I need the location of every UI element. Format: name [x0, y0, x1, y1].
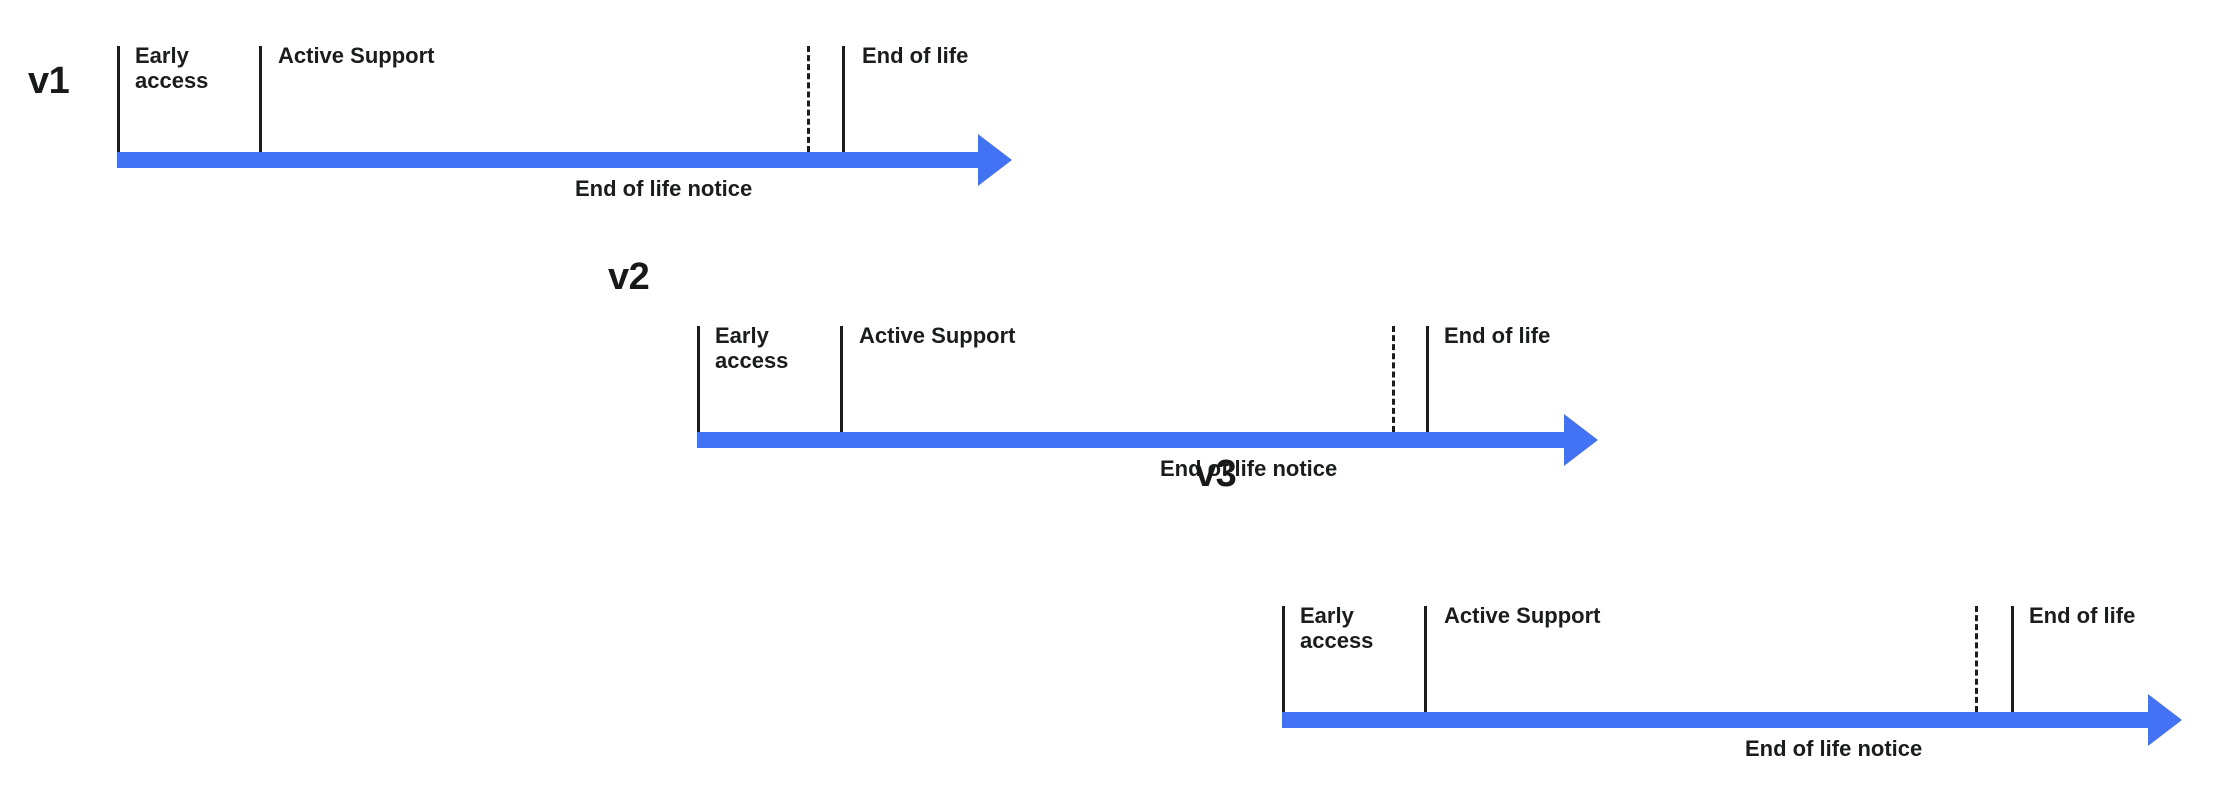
phase-label-1: Early access	[135, 43, 209, 93]
version-label-v1: v1	[28, 60, 70, 102]
phase-label-1: Early access	[1300, 603, 1374, 653]
phase-label-1: Early access	[715, 323, 789, 373]
phase-divider-3	[842, 46, 845, 152]
phase-divider-1	[117, 46, 120, 152]
phase-divider-3	[2011, 606, 2014, 712]
end-of-life-notice-marker	[1392, 326, 1395, 432]
end-of-life-notice-caption: End of life notice	[575, 176, 753, 201]
phase-label-3: End of life	[2029, 603, 2136, 628]
phase-divider-2	[840, 326, 843, 432]
timeline-bar	[117, 152, 978, 168]
phase-divider-3	[1426, 326, 1429, 432]
version-label-v3: v3	[1195, 453, 1237, 495]
version-label-v2: v2	[608, 256, 650, 298]
end-of-life-notice-caption: End of life notice	[1745, 736, 1923, 761]
timeline-bar	[697, 432, 1564, 448]
phase-label-2: Active Support	[859, 323, 1016, 348]
timeline-bar	[1282, 712, 2148, 728]
phase-label-2: Active Support	[278, 43, 435, 68]
phase-label-3: End of life	[1444, 323, 1551, 348]
phase-label-2: Active Support	[1444, 603, 1601, 628]
phase-divider-2	[1424, 606, 1427, 712]
phase-divider-1	[1282, 606, 1285, 712]
end-of-life-notice-marker	[1975, 606, 1978, 712]
phase-label-3: End of life	[862, 43, 969, 68]
phase-divider-1	[697, 326, 700, 432]
end-of-life-notice-caption: End of life notice	[1160, 456, 1338, 481]
phase-divider-2	[259, 46, 262, 152]
end-of-life-notice-marker	[807, 46, 810, 152]
